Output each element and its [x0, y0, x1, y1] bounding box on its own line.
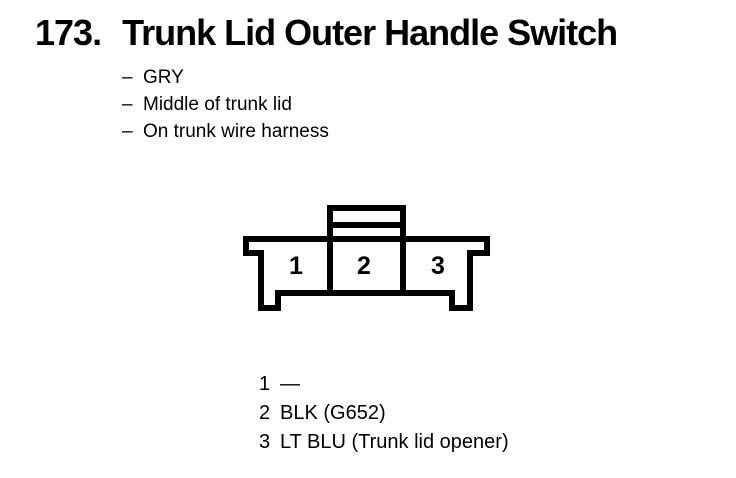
note-line: – GRY	[122, 64, 329, 91]
note-text: Middle of trunk lid	[143, 94, 292, 115]
pin-number: 1	[259, 373, 271, 395]
wire-label: LT BLU (Trunk lid opener)	[280, 431, 509, 453]
connector-notes: – GRY – Middle of trunk lid – On trunk w…	[122, 64, 329, 145]
note-line: – Middle of trunk lid	[122, 91, 329, 118]
note-dash: –	[122, 94, 133, 115]
note-text: GRY	[143, 67, 184, 88]
connector-outline	[243, 236, 490, 311]
pinout-legend: 1 — 2 BLK (G652) 3 LT BLU (Trunk lid ope…	[259, 370, 509, 457]
wire-label: BLK (G652)	[280, 402, 386, 424]
cavity-1-label: 1	[289, 252, 303, 280]
pinout-row: 3 LT BLU (Trunk lid opener)	[259, 428, 509, 457]
note-dash: –	[122, 121, 133, 142]
figure-title: Trunk Lid Outer Handle Switch	[122, 12, 618, 53]
note-dash: –	[122, 67, 133, 88]
pinout-row: 1 —	[259, 370, 509, 399]
pinout-row: 2 BLK (G652)	[259, 399, 509, 428]
connector-lock-tab	[327, 205, 406, 293]
connector-diagram	[243, 205, 490, 311]
cavity-3-label: 3	[431, 252, 445, 280]
note-text: On trunk wire harness	[143, 121, 329, 142]
note-line: – On trunk wire harness	[122, 118, 329, 145]
figure-number: 173.	[35, 12, 102, 53]
wire-label: —	[280, 373, 300, 395]
pin-number: 3	[259, 431, 271, 453]
cavity-2-label: 2	[357, 252, 371, 280]
pin-number: 2	[259, 402, 271, 424]
figure-heading: 173. Trunk Lid Outer Handle Switch	[35, 12, 618, 54]
